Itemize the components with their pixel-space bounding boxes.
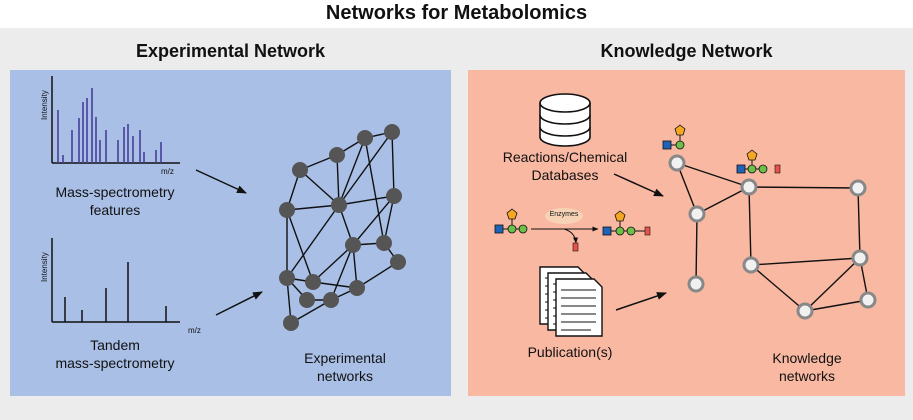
ms-features-x-axis-label: m/z bbox=[161, 167, 174, 176]
databases-label-line1: Reactions/Chemical bbox=[502, 149, 628, 165]
arrow-tandem-to-network bbox=[215, 291, 263, 316]
ms-features-spectrum bbox=[51, 76, 180, 164]
enzymes-bubble bbox=[545, 208, 583, 224]
node-glycan-icon-2 bbox=[736, 149, 781, 174]
byproduct-icon bbox=[572, 242, 579, 252]
knowledge-heading: Knowledge Network bbox=[600, 41, 773, 61]
knowledge-network-nodes bbox=[668, 154, 877, 320]
experimental-network bbox=[279, 124, 406, 331]
substrate-glycan-icon bbox=[494, 208, 528, 234]
knowledge-network-edges bbox=[676, 162, 869, 312]
knowledge-network-label-line1: Knowledge bbox=[772, 350, 842, 366]
experimental-network-label-line2: networks bbox=[316, 368, 374, 384]
publication-icon bbox=[539, 266, 603, 337]
figure-title: Networks for Metabolomics bbox=[325, 2, 588, 24]
enzymes-label: Enzymes bbox=[549, 211, 579, 218]
ms-features-y-axis-label: Intensity bbox=[40, 90, 49, 120]
databases-label-line2: Databases bbox=[531, 167, 599, 183]
tandem-ms-x-axis-label: m/z bbox=[188, 326, 201, 335]
ms-features-label-line1: Mass-spectrometry bbox=[55, 184, 175, 200]
tandem-ms-y-axis-label: Intensity bbox=[40, 252, 49, 282]
tandem-ms-label-line2: mass-spectrometry bbox=[55, 355, 175, 371]
arrow-databases-to-network bbox=[613, 173, 664, 197]
arrow-publications-to-network bbox=[615, 292, 667, 311]
tandem-ms-spectrum bbox=[51, 238, 180, 323]
experimental-heading: Experimental Network bbox=[135, 41, 326, 61]
tandem-ms-label-line1: Tandem bbox=[90, 337, 140, 353]
database-icon bbox=[539, 93, 591, 147]
knowledge-network bbox=[662, 124, 877, 320]
node-glycan-icon-1 bbox=[662, 124, 686, 150]
product-glycan-icon bbox=[602, 210, 651, 236]
enzyme-reaction bbox=[494, 208, 651, 252]
knowledge-network-label-line2: networks bbox=[778, 368, 836, 384]
spectrum-peaks bbox=[57, 88, 162, 163]
tandem-peaks bbox=[64, 262, 167, 322]
experimental-network-label-line1: Experimental bbox=[304, 350, 386, 366]
ms-features-label-line2: features bbox=[89, 202, 141, 218]
arrow-features-to-network bbox=[195, 169, 247, 194]
experimental-network-nodes bbox=[279, 124, 406, 331]
publications-label: Publication(s) bbox=[527, 344, 613, 360]
byproduct-arrow bbox=[563, 228, 578, 244]
